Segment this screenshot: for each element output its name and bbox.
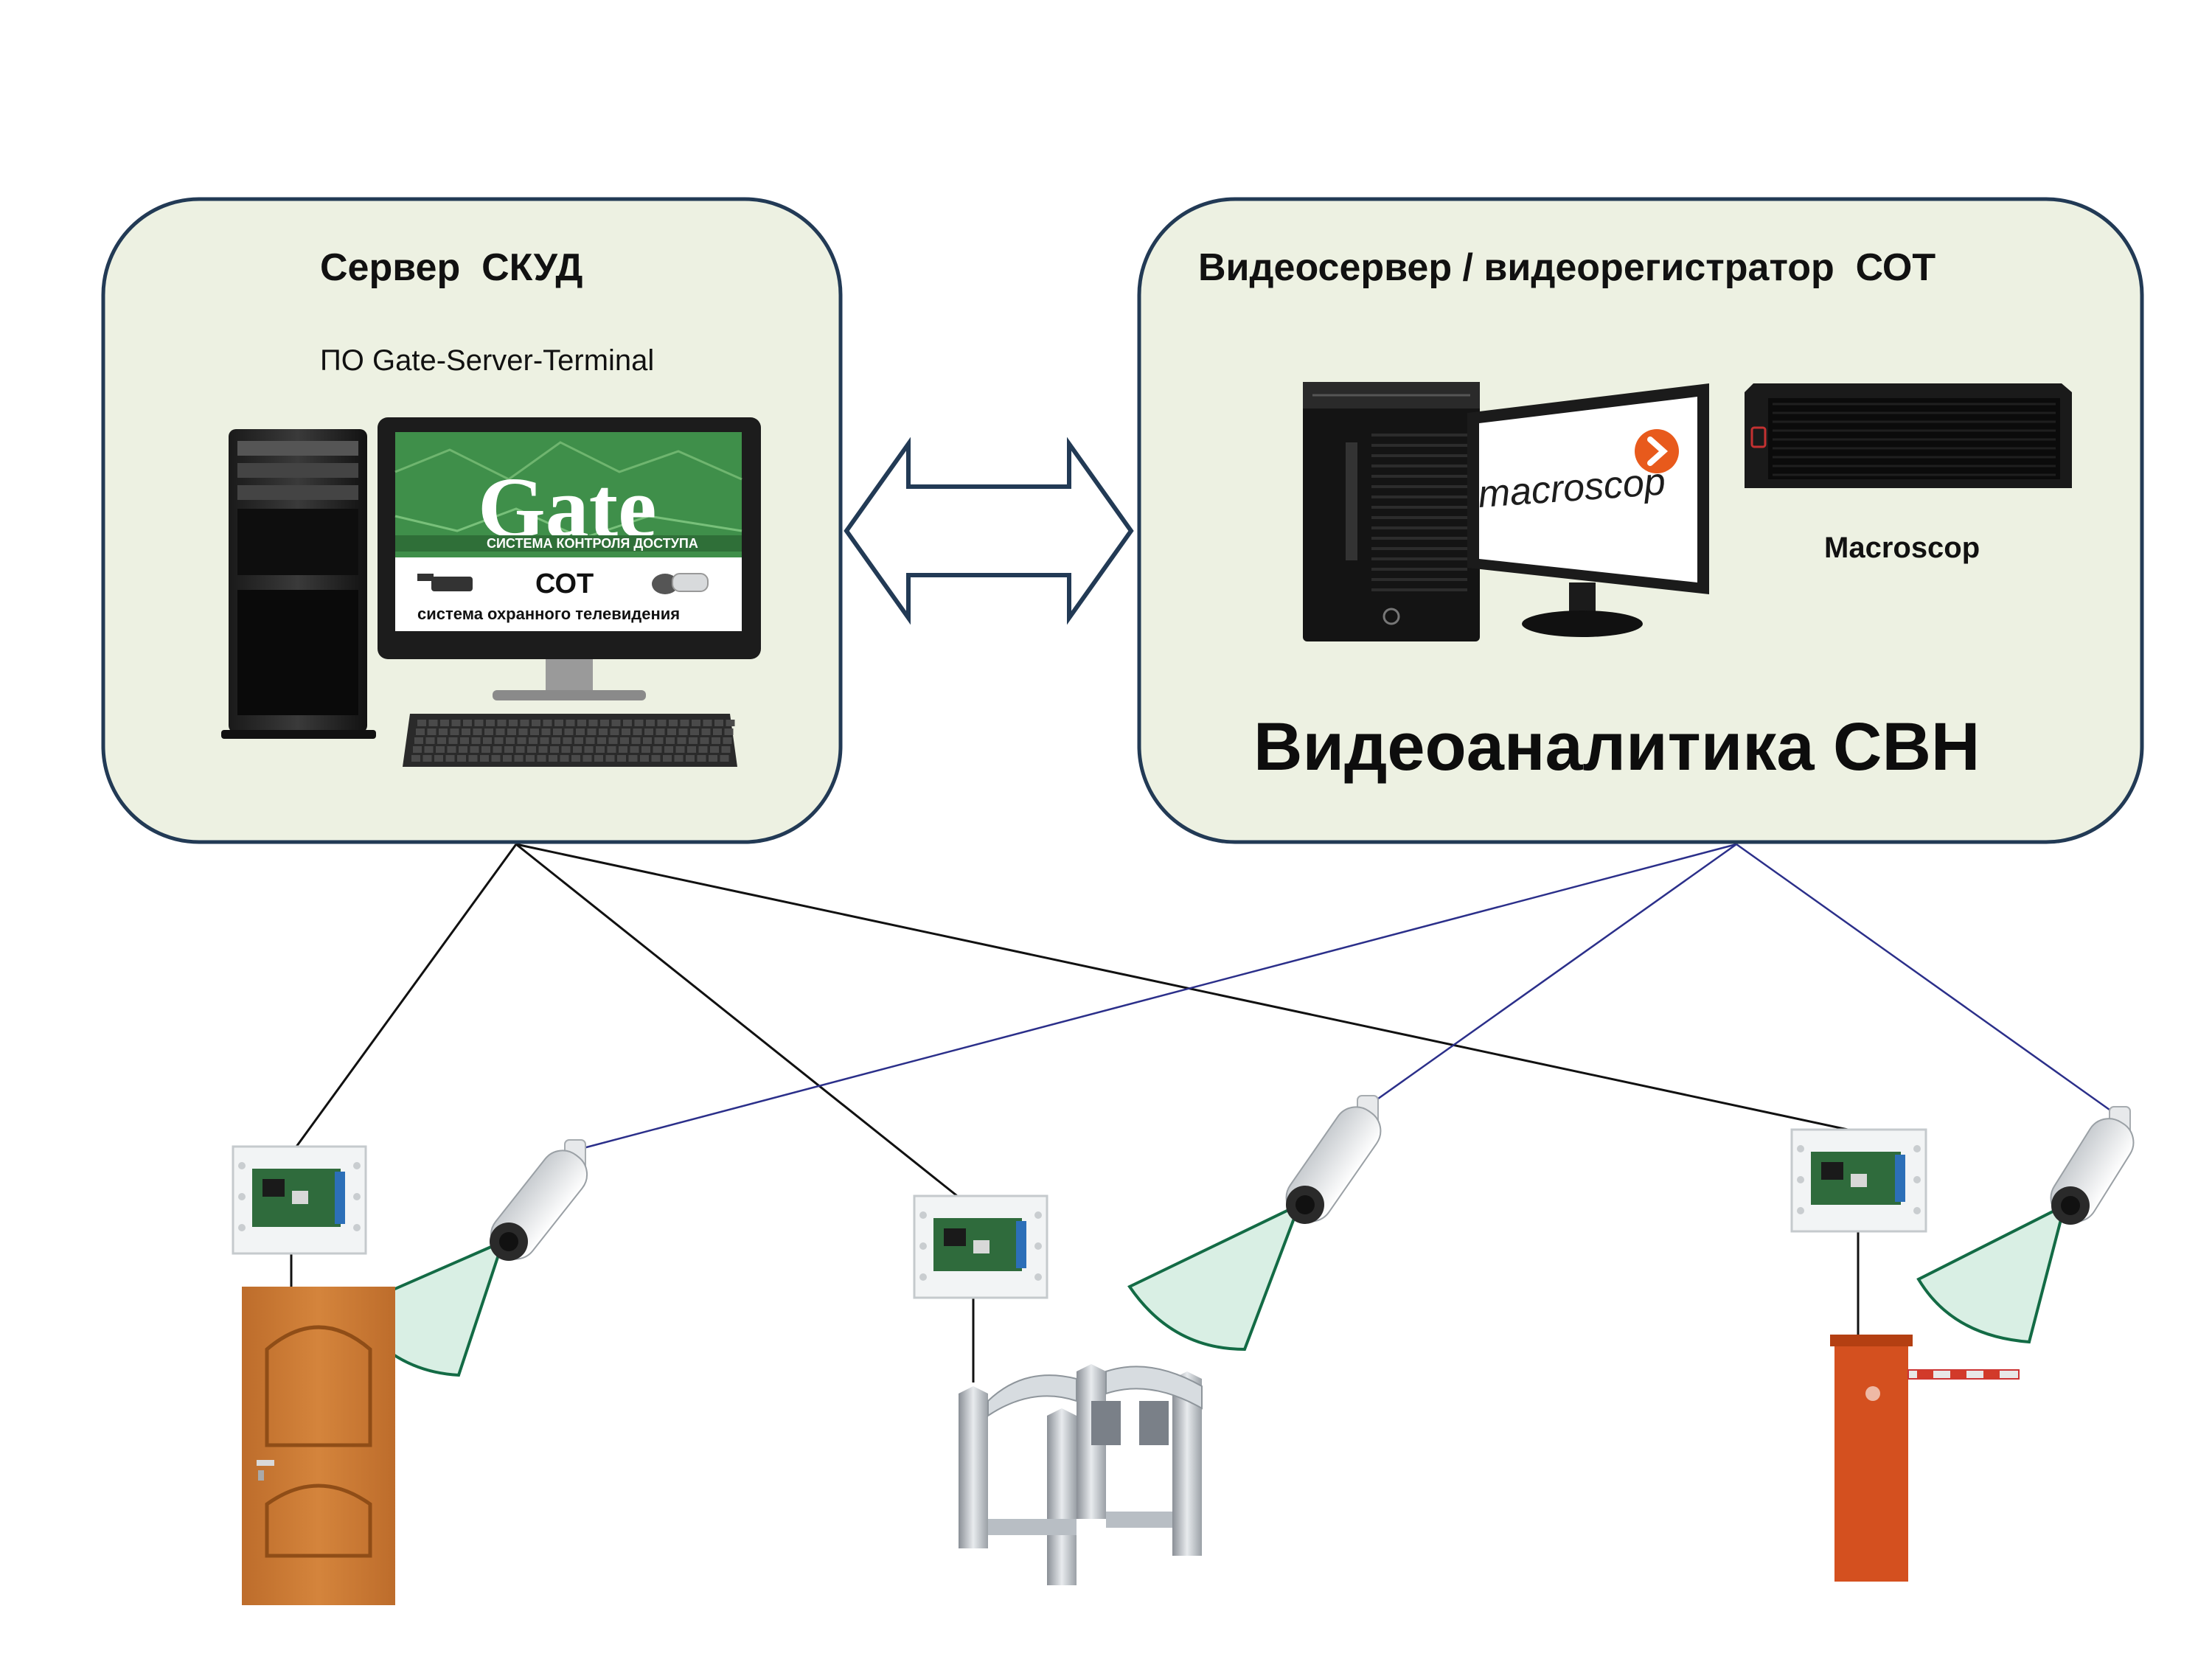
desktop-tower-icon (221, 429, 376, 739)
video-link-camera-3 (1736, 843, 2121, 1119)
acs-server-title: Сервер СКУД (320, 246, 582, 289)
controller-board-icon (1790, 1128, 1927, 1233)
acs-link-barrier (515, 843, 1859, 1133)
macroscop-device-label: Macroscop (1824, 532, 1980, 564)
boom-barrier-icon (1830, 1335, 2020, 1582)
monitor-icon: Gate СИСТЕМА КОНТРОЛЯ ДОСТУПА СОТ систем… (378, 417, 761, 700)
acs-link-turnstile (515, 843, 961, 1200)
acs-link-door (295, 844, 518, 1147)
video-analytics-label: Видеоаналитика СВН (1253, 709, 1980, 785)
cctv-camera-icon (652, 573, 709, 594)
controller-board-icon (913, 1194, 1048, 1299)
gate-tagline: СИСТЕМА КОНТРОЛЯ ДОСТУПА (487, 536, 698, 551)
connection-lines (290, 843, 2121, 1382)
turnstile-icon (959, 1364, 1203, 1585)
nvr-rack-icon (1745, 383, 2072, 488)
cctv-camera-icon (1916, 1106, 2135, 1344)
desktop-tower-icon (1303, 382, 1480, 641)
macroscop-logo-mark (1635, 429, 1679, 473)
monitor-icon: macroscop (1467, 383, 1709, 637)
double-arrow-icon (844, 437, 1134, 625)
cctv-camera-icon (417, 574, 473, 591)
keyboard-icon (403, 714, 737, 767)
acs-software-label: ПО Gate-Server-Terminal (320, 344, 654, 377)
screen-cot-label: СОТ (535, 568, 594, 599)
video-server-title: Видеосервер / видеорегистратор СОТ (1198, 246, 1935, 289)
screen-cot-caption: система охранного телевидения (417, 605, 680, 623)
controller-board-icon (232, 1145, 367, 1255)
video-link-camera-2 (1367, 843, 1737, 1107)
door-icon (242, 1287, 395, 1605)
video-server-panel: Видеосервер / видеорегистратор СОТ macro… (1137, 197, 2144, 844)
cctv-camera-icon (1127, 1095, 1382, 1352)
video-link-camera-1 (574, 843, 1737, 1152)
acs-server-panel: Сервер СКУД ПО Gate-Server-Terminal Gate… (101, 197, 843, 844)
